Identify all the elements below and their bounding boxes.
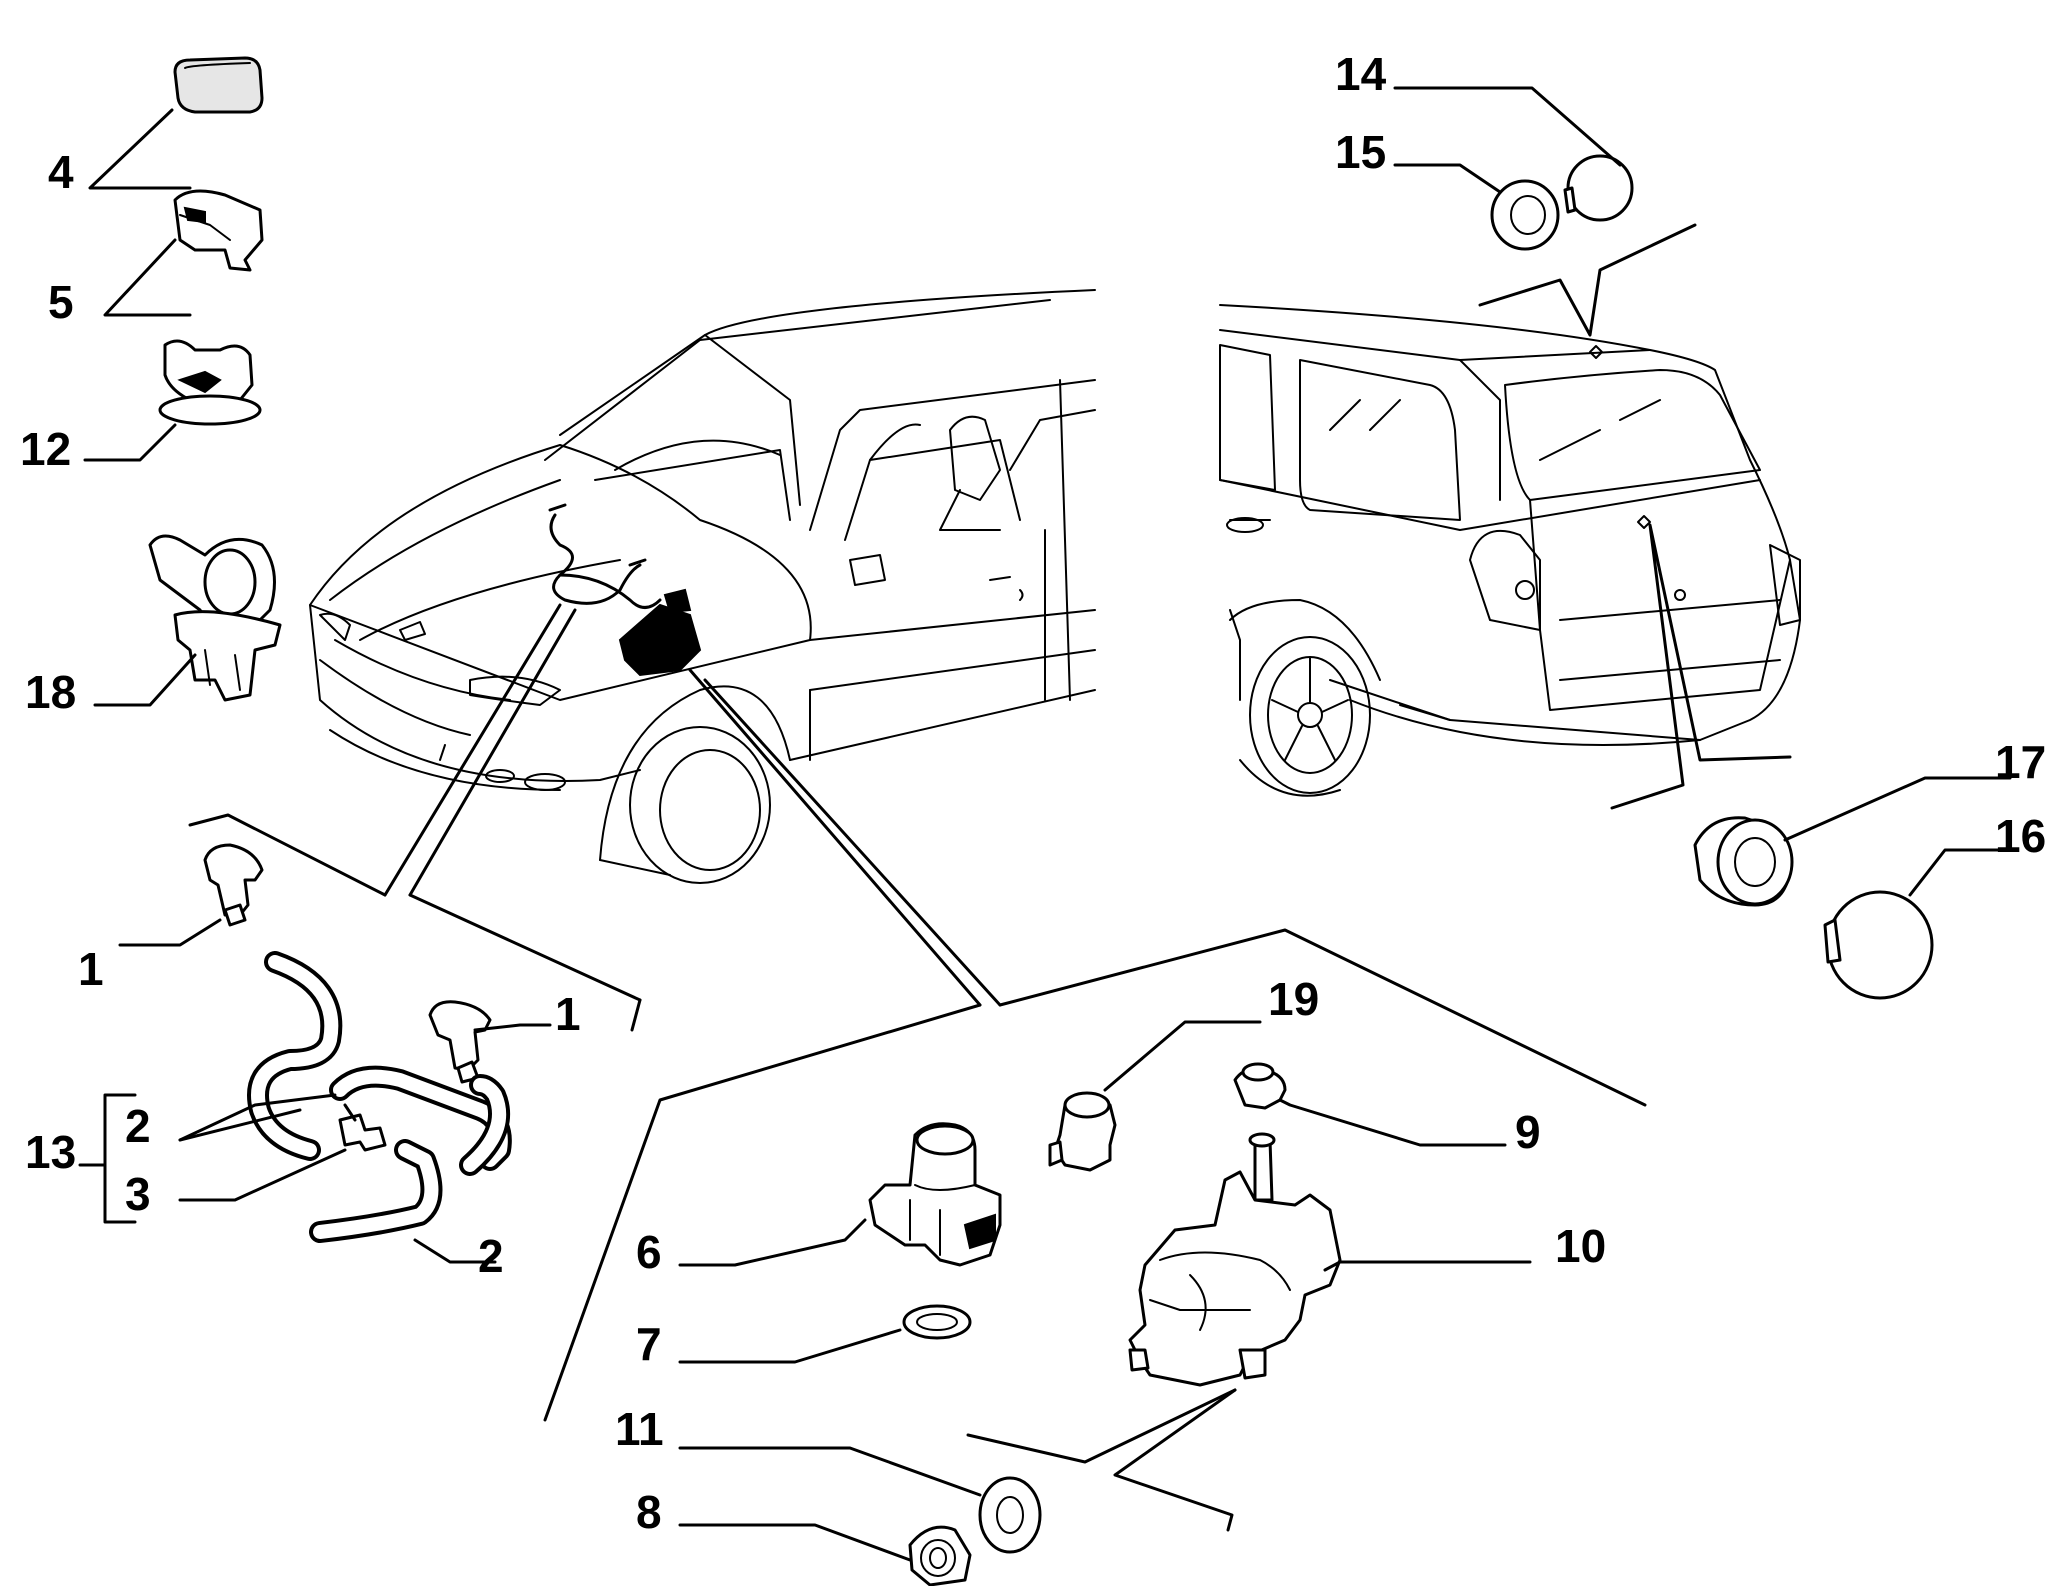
callout-1-left: 1: [78, 943, 104, 995]
part-7-gasket: [678, 1304, 972, 1364]
part-17-rear-grommet: [1693, 776, 2012, 907]
part-4-plug: [88, 56, 264, 190]
part-14-roof-nozzle: [1393, 86, 1634, 222]
callout-18: 18: [25, 666, 76, 718]
callout-numbers: 4 5 12 18 1 1 13 2 3 2 6 7 11 8 19 9 10 …: [20, 48, 2046, 1538]
callout-13: 13: [25, 1126, 76, 1178]
callout-17: 17: [1995, 736, 2046, 788]
callout-9: 9: [1515, 1106, 1541, 1158]
part-6-washer-pump: [678, 1122, 1002, 1267]
part-9-cap: [1233, 1062, 1507, 1147]
callout-8: 8: [636, 1486, 662, 1538]
callout-11: 11: [615, 1403, 664, 1455]
part-19-electrical-connector: [1048, 1020, 1262, 1172]
callout-14: 14: [1335, 48, 1387, 100]
part-12-hose-clip: [83, 339, 262, 462]
callout-7: 7: [636, 1318, 662, 1370]
callout-6: 6: [636, 1226, 662, 1278]
part-18-double-clip: [93, 534, 282, 707]
part-5-clip: [103, 189, 264, 317]
part-15-roof-grommet: [1393, 163, 1560, 251]
callout-2-lower: 2: [478, 1230, 504, 1282]
callout-15: 15: [1335, 126, 1386, 178]
rear-vehicle-illustration: [1219, 304, 1801, 797]
callout-2-upper: 2: [125, 1100, 151, 1152]
callout-5: 5: [48, 276, 74, 328]
washer-hoses-and-connector: [247, 951, 512, 1243]
front-vehicle-illustration: [309, 289, 1096, 884]
part-8-grommet: [678, 1523, 972, 1586]
part-1-right-washer-nozzle: [428, 1000, 552, 1084]
callout-4: 4: [48, 146, 74, 198]
part-16-rear-nozzle: [1823, 848, 2012, 1000]
callout-10: 10: [1555, 1220, 1606, 1272]
part-1-left-washer-nozzle: [118, 843, 264, 947]
assembly-bracket-lines: [188, 223, 1792, 1532]
callout-1-right: 1: [555, 988, 581, 1040]
part-11-seal-ring: [678, 1446, 1042, 1554]
callout-16: 16: [1995, 810, 2046, 862]
part-10-washer-reservoir: [1128, 1132, 1532, 1387]
callout-3: 3: [125, 1168, 151, 1220]
callout-19: 19: [1268, 973, 1319, 1025]
callout-12: 12: [20, 423, 71, 475]
group-13-bracket: [78, 1093, 497, 1264]
